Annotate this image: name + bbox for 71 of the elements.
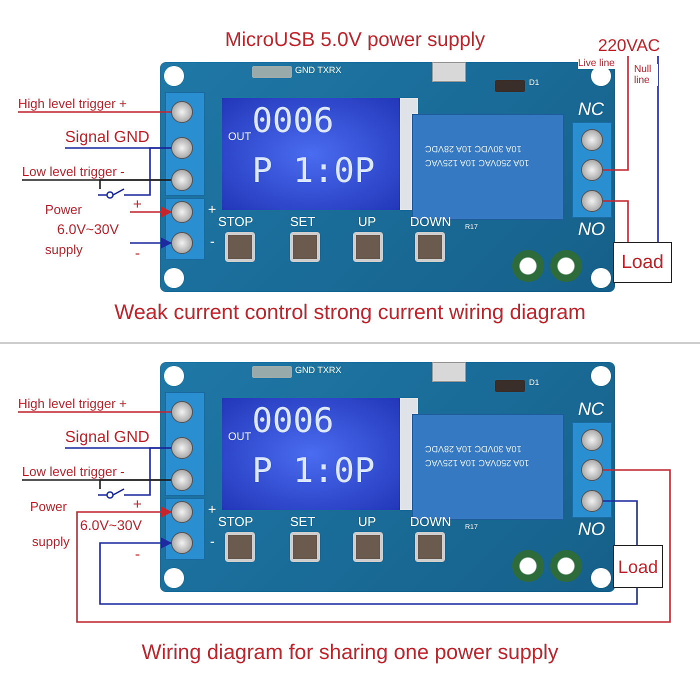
polarity-sign: - [135, 547, 140, 562]
wire [18, 411, 171, 413]
button-label: SET [290, 515, 316, 528]
wire [128, 447, 171, 496]
button-label: UP [358, 515, 376, 528]
button-label: DOWN [410, 215, 452, 228]
switch-symbol [98, 489, 128, 501]
wire [18, 111, 171, 113]
wire [99, 479, 171, 489]
wire-label: Low level trigger - [22, 163, 125, 180]
wire [130, 237, 172, 249]
wire [99, 537, 638, 605]
circuit-board [160, 362, 615, 592]
component-label: D1 [529, 379, 540, 387]
terminal-label: NO [578, 220, 605, 238]
wire-label: 6.0V~30V [80, 518, 142, 532]
wire-label: Power [45, 203, 82, 216]
wire [603, 200, 629, 242]
button-label: DOWN [410, 515, 452, 528]
wire-label: Low level trigger - [22, 463, 125, 480]
wire [657, 56, 659, 242]
relay-rating-text: 10A 250VAC 10A 125VAC [425, 158, 530, 167]
button-label: UP [358, 215, 376, 228]
wire-label: 220VAC [598, 36, 660, 56]
caption: Wiring diagram for sharing one power supply [142, 642, 558, 663]
polarity-sign: - [135, 246, 140, 261]
wire [76, 469, 671, 623]
wire [128, 147, 171, 196]
wire-label: supply [32, 535, 70, 548]
terminal-label: NC [578, 400, 604, 418]
relay-rating-text: 10A 30VDC 10A 28VDC [425, 444, 522, 453]
lcd-digits: 0006 [252, 104, 334, 138]
pin-label: GND TXRX [295, 366, 342, 375]
lcd-digits: 0006 [252, 404, 334, 438]
lcd-label: OUT [228, 432, 252, 443]
button-label: SET [290, 215, 316, 228]
terminal-label: NC [578, 100, 604, 118]
wire-label: High level trigger + [18, 95, 127, 112]
caption: Weak current control strong current wiring diagram [114, 302, 586, 323]
wire [130, 206, 172, 218]
edge-label: Live line [578, 58, 615, 69]
load-box: Load [613, 242, 672, 283]
lcd-digits: P 1:0P [252, 154, 375, 188]
button-label: STOP [218, 215, 254, 228]
wire-label: Signal GND [65, 428, 150, 448]
switch-symbol [98, 189, 128, 201]
polarity-sign: - [210, 234, 215, 248]
lcd-digits: P 1:0P [252, 454, 375, 488]
wire [603, 500, 638, 545]
pin-label: GND TXRX [295, 66, 342, 75]
wire-label: supply [45, 243, 83, 256]
relay-rating-text: 10A 250VAC 10A 125VAC [425, 458, 530, 467]
relay-rating-text: 10A 30VDC 10A 28VDC [425, 144, 522, 153]
polarity-sign: + [208, 502, 216, 516]
wire-label: High level trigger + [18, 395, 127, 412]
wire-label: Signal GND [65, 128, 150, 148]
polarity-sign: + [133, 197, 142, 212]
load-box: Load [613, 545, 663, 588]
polarity-sign: - [210, 534, 215, 548]
title: MicroUSB 5.0V power supply [224, 30, 486, 50]
edge-label: Null line [634, 64, 658, 86]
wire-label: Power [30, 500, 67, 513]
button-label: STOP [218, 515, 254, 528]
polarity-sign: + [208, 202, 216, 216]
wire [99, 179, 171, 189]
lcd-label: OUT [228, 132, 252, 143]
wire-label: 6.0V~30V [57, 222, 119, 236]
polarity-sign: + [133, 497, 142, 512]
terminal-label: NO [578, 520, 605, 538]
wire [603, 56, 629, 171]
component-label: D1 [529, 79, 540, 87]
